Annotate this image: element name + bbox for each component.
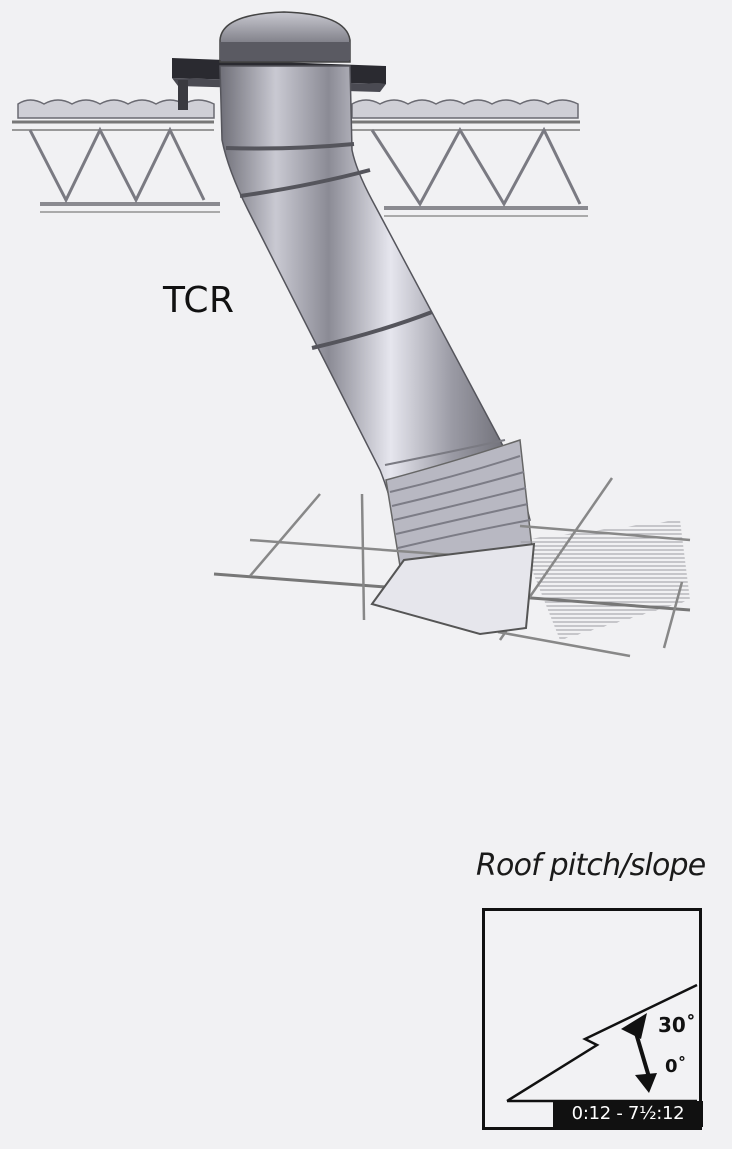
roof-truss-left [12,99,220,213]
roof-pitch-diagram: 30˚ 0˚ 0:12 - 7½:12 [482,908,703,1130]
double-arrow-icon [621,1013,657,1093]
roof-pitch-title: Roof pitch/slope [476,848,706,883]
max-angle-label: 30˚ [658,1013,696,1037]
pitch-range-label: 0:12 - 7½:12 [553,1101,703,1127]
min-angle-label: 0˚ [665,1056,687,1077]
roof-truss-right [351,99,588,217]
ceiling-diffuser [370,542,536,636]
skylight-dome [219,11,351,63]
roof-slope-line [506,983,698,1103]
flexible-duct [385,438,533,571]
product-label: TCR [163,280,235,321]
